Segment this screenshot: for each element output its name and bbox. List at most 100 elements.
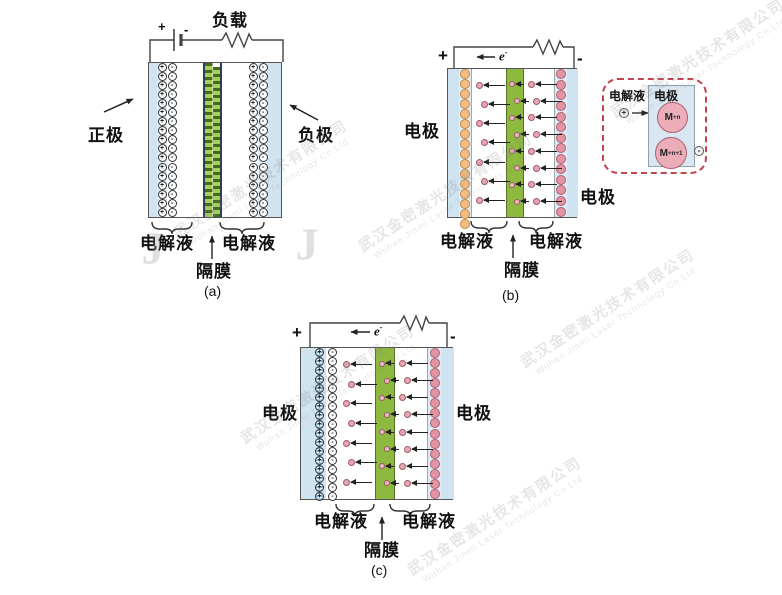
minus-circle: - bbox=[328, 492, 337, 501]
minus-circle: - bbox=[167, 126, 177, 136]
minus-circle: - bbox=[258, 108, 268, 118]
plus-circle: + bbox=[157, 108, 167, 118]
pink-circle bbox=[429, 448, 440, 459]
minus-circle: - bbox=[328, 474, 337, 483]
left-arrow-icon bbox=[411, 479, 433, 486]
pink-circle bbox=[429, 408, 440, 419]
cation-column-left-c: +++++++++++++++++ bbox=[313, 348, 326, 501]
ion-icon bbox=[533, 164, 540, 172]
pink-circle bbox=[556, 185, 566, 196]
pink-circle bbox=[556, 153, 566, 164]
plus-circle: + bbox=[248, 171, 258, 181]
left-arrow-icon bbox=[515, 80, 524, 87]
migrating-ion-row bbox=[343, 361, 372, 369]
braces-a bbox=[151, 221, 265, 235]
underbrace-icon bbox=[151, 221, 193, 235]
plus-circle: + bbox=[248, 135, 258, 145]
circuit-a-wires bbox=[149, 31, 284, 62]
ion-icon bbox=[379, 360, 385, 367]
battery-icon bbox=[173, 29, 183, 51]
orange-circle bbox=[460, 69, 470, 79]
migrating-ion-row bbox=[348, 380, 377, 388]
plus-striped-circle: + bbox=[315, 375, 324, 384]
minus-circle: - bbox=[258, 207, 268, 217]
load-label: 负载 bbox=[212, 11, 248, 30]
minus-circle: - bbox=[167, 72, 177, 82]
plus-circle: + bbox=[157, 81, 167, 91]
ion-icon bbox=[509, 114, 515, 121]
terminal-plus-b: + bbox=[438, 46, 448, 65]
electrolyte-right-label-b: 电解液 bbox=[529, 232, 583, 251]
ion-icon bbox=[343, 361, 350, 369]
metal-ion-top: M+n bbox=[657, 102, 688, 133]
plus-circle: + bbox=[157, 63, 167, 73]
left-arrow-icon bbox=[483, 158, 505, 165]
minus-circle: - bbox=[328, 402, 337, 411]
electrode-right-label-c: 电极 bbox=[456, 404, 492, 423]
plus-circle: + bbox=[248, 153, 258, 163]
plus-circle: + bbox=[157, 90, 167, 100]
plus-circle: + bbox=[248, 126, 258, 136]
ion-icon bbox=[404, 411, 411, 419]
left-arrow-icon bbox=[390, 377, 399, 384]
electrolyte-right-label-c: 电解液 bbox=[402, 512, 456, 531]
electrode-right-label-b: 电极 bbox=[580, 188, 616, 207]
ion-icon bbox=[379, 429, 385, 436]
left-arrow-icon bbox=[390, 411, 399, 418]
migrating-ion-row bbox=[404, 411, 433, 419]
migrating-ion-row bbox=[399, 394, 428, 402]
watermark-logo: J bbox=[295, 218, 319, 270]
caption-c: (c) bbox=[371, 562, 388, 578]
ion-icon bbox=[514, 98, 520, 105]
minus-circle: - bbox=[167, 162, 177, 172]
ion-icon bbox=[509, 81, 515, 88]
ion-icon bbox=[384, 480, 390, 487]
pink-circle bbox=[429, 488, 440, 499]
orange-circle bbox=[460, 189, 470, 199]
migrating-ion-row bbox=[533, 164, 562, 172]
ion-icon bbox=[528, 181, 535, 189]
left-arrow-icon bbox=[350, 361, 372, 368]
plus-circle: + bbox=[157, 180, 167, 190]
minus-circle: - bbox=[258, 126, 268, 136]
left-arrow-icon bbox=[406, 360, 428, 367]
pink-circle bbox=[429, 418, 440, 429]
plus-circle: + bbox=[157, 72, 167, 82]
minus-circle: - bbox=[167, 207, 177, 217]
plus-circle: + bbox=[157, 117, 167, 127]
migrating-ion-row bbox=[384, 445, 399, 453]
electrolyte-region-left-a bbox=[177, 63, 203, 217]
plus-striped-circle: + bbox=[315, 465, 324, 474]
left-arrow-icon bbox=[540, 97, 562, 104]
migrating-ion-row bbox=[476, 196, 505, 204]
left-arrow-icon bbox=[540, 131, 562, 138]
battery-minus-label: - bbox=[184, 22, 189, 37]
minus-circle: - bbox=[167, 135, 177, 145]
minus-circle: - bbox=[328, 411, 337, 420]
migrating-ion-row bbox=[343, 439, 372, 447]
ion-icon bbox=[514, 198, 520, 205]
migrating-ion-row bbox=[514, 131, 529, 138]
plus-striped-circle: + bbox=[315, 384, 324, 393]
migrating-ion-row bbox=[379, 360, 394, 367]
electrolyte-left-label-a: 电解液 bbox=[140, 234, 194, 253]
ion-icon bbox=[343, 439, 350, 447]
migrating-ion-row bbox=[379, 428, 394, 436]
minus-circle: - bbox=[258, 180, 268, 190]
cathode-particle-column-c bbox=[427, 348, 441, 499]
ion-icon bbox=[509, 148, 515, 155]
left-arrow-icon bbox=[540, 164, 562, 171]
left-arrow-icon bbox=[483, 196, 505, 203]
left-arrow-icon bbox=[515, 147, 524, 154]
orange-circle bbox=[460, 99, 470, 109]
left-arrow-icon bbox=[385, 462, 394, 469]
ion-icon bbox=[348, 459, 355, 467]
left-arrow-icon bbox=[411, 377, 433, 384]
minus-circle: - bbox=[258, 117, 268, 127]
left-arrow-icon bbox=[535, 147, 557, 154]
plus-circle: + bbox=[248, 198, 258, 208]
legend-box bbox=[602, 78, 707, 174]
plus-circle: + bbox=[248, 99, 258, 109]
minus-circle: - bbox=[167, 99, 177, 109]
left-arrow-icon bbox=[540, 198, 562, 205]
